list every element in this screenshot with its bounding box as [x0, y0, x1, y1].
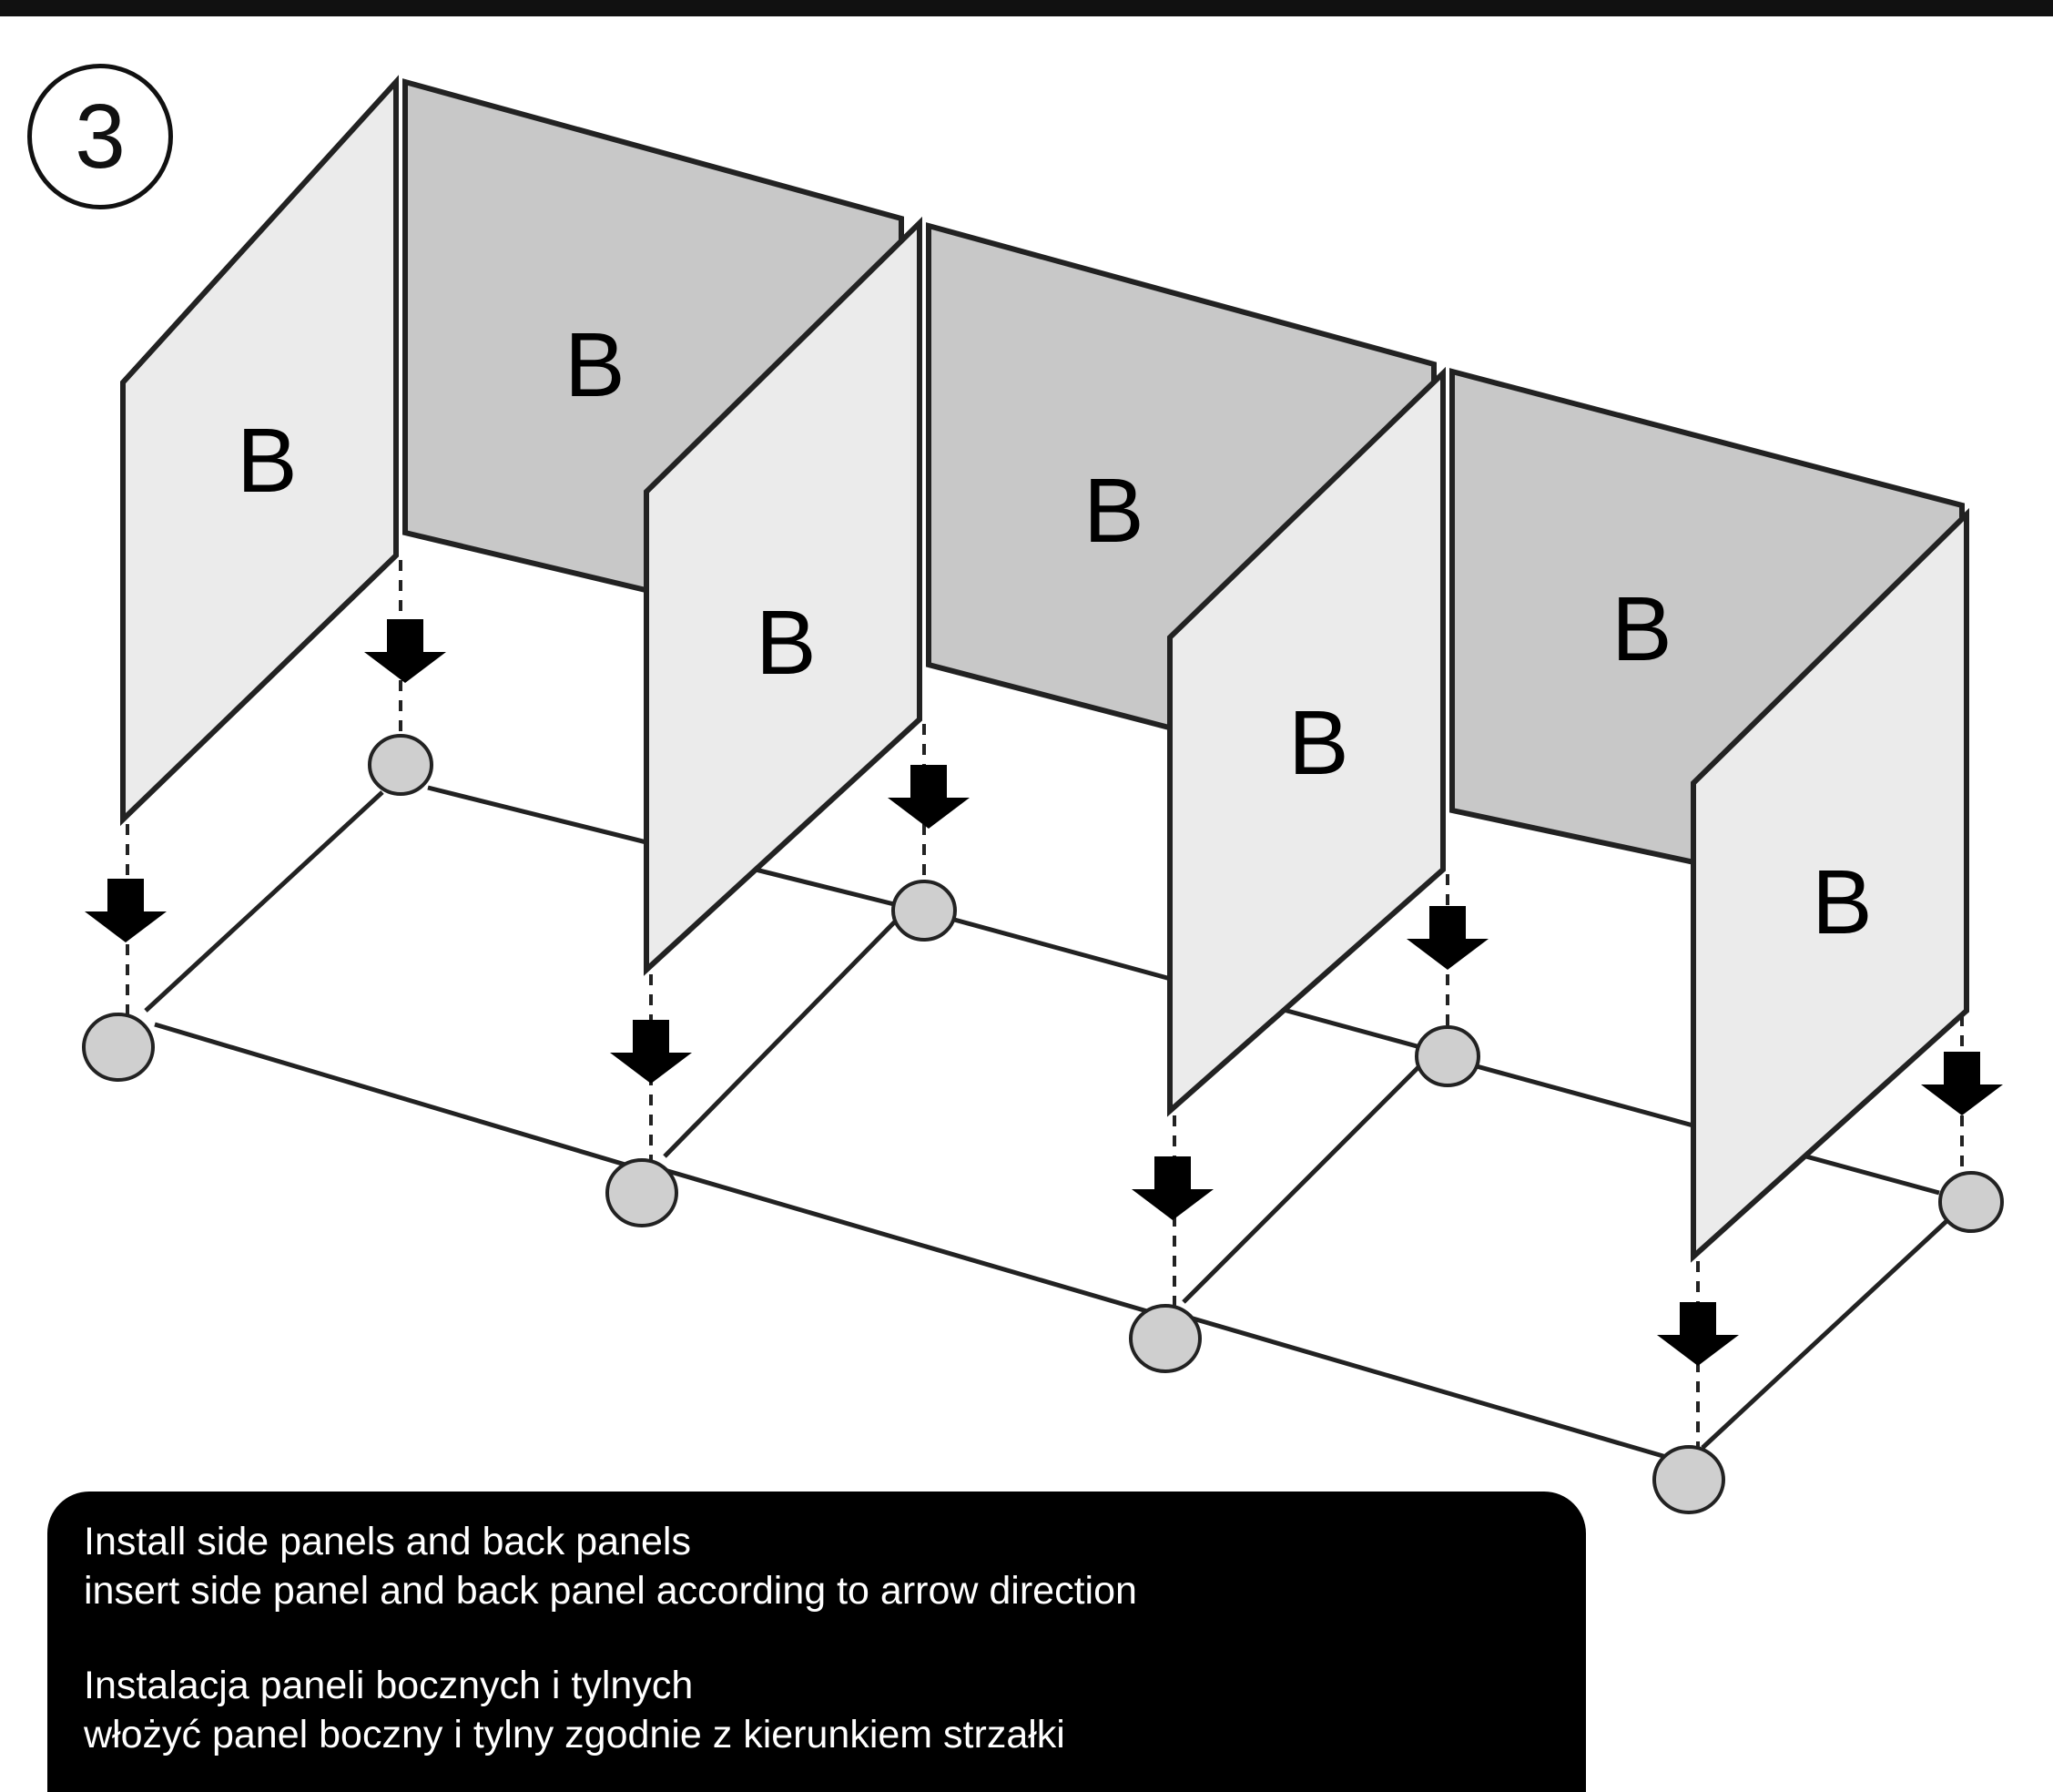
caption-line-pl-2: włożyć panel boczny i tylny zgodnie z ki… [84, 1713, 1065, 1756]
connector-icon [1938, 1171, 2004, 1233]
connector-icon [1129, 1304, 1202, 1373]
panel-label: B [237, 410, 298, 512]
down-arrow-icon [364, 619, 446, 683]
connector-icon [605, 1158, 678, 1227]
down-arrow-icon [610, 1020, 692, 1084]
down-arrow-icon [1407, 906, 1489, 970]
step-number-badge: 3 [27, 64, 173, 209]
top-rule [0, 0, 2053, 16]
connector-icon [82, 1013, 155, 1082]
panel-label: B [1812, 851, 1873, 953]
connector-icon [1652, 1445, 1725, 1514]
side-panel-2: B [644, 216, 922, 976]
panel-label: B [564, 314, 625, 416]
down-arrow-icon [85, 879, 167, 942]
side-panel-3: B [1167, 366, 1446, 1117]
panel-label: B [756, 592, 817, 694]
down-arrow-icon [888, 765, 970, 829]
connector-icon [368, 734, 433, 796]
caption-line-en-2: insert side panel and back panel accordi… [84, 1569, 1137, 1613]
instruction-caption: Install side panels and back panels inse… [47, 1492, 1586, 1792]
caption-line-pl-1: Instalacja paneli bocznych i tylnych [84, 1664, 694, 1707]
connector-icon [891, 880, 957, 942]
step-number: 3 [75, 85, 126, 188]
side-panel-4: B [1691, 507, 1969, 1263]
connectors [82, 734, 2004, 1514]
connector-icon [1415, 1025, 1480, 1087]
down-arrow-icon [1132, 1156, 1214, 1220]
caption-line-en-1: Install side panels and back panels [84, 1520, 691, 1563]
down-arrow-icon [1921, 1052, 2003, 1115]
panel-label: B [1611, 578, 1672, 680]
panel-label: B [1288, 692, 1349, 794]
down-arrow-icon [1657, 1302, 1739, 1366]
panel-label: B [1083, 460, 1144, 562]
side-panel-1: B [120, 75, 399, 827]
